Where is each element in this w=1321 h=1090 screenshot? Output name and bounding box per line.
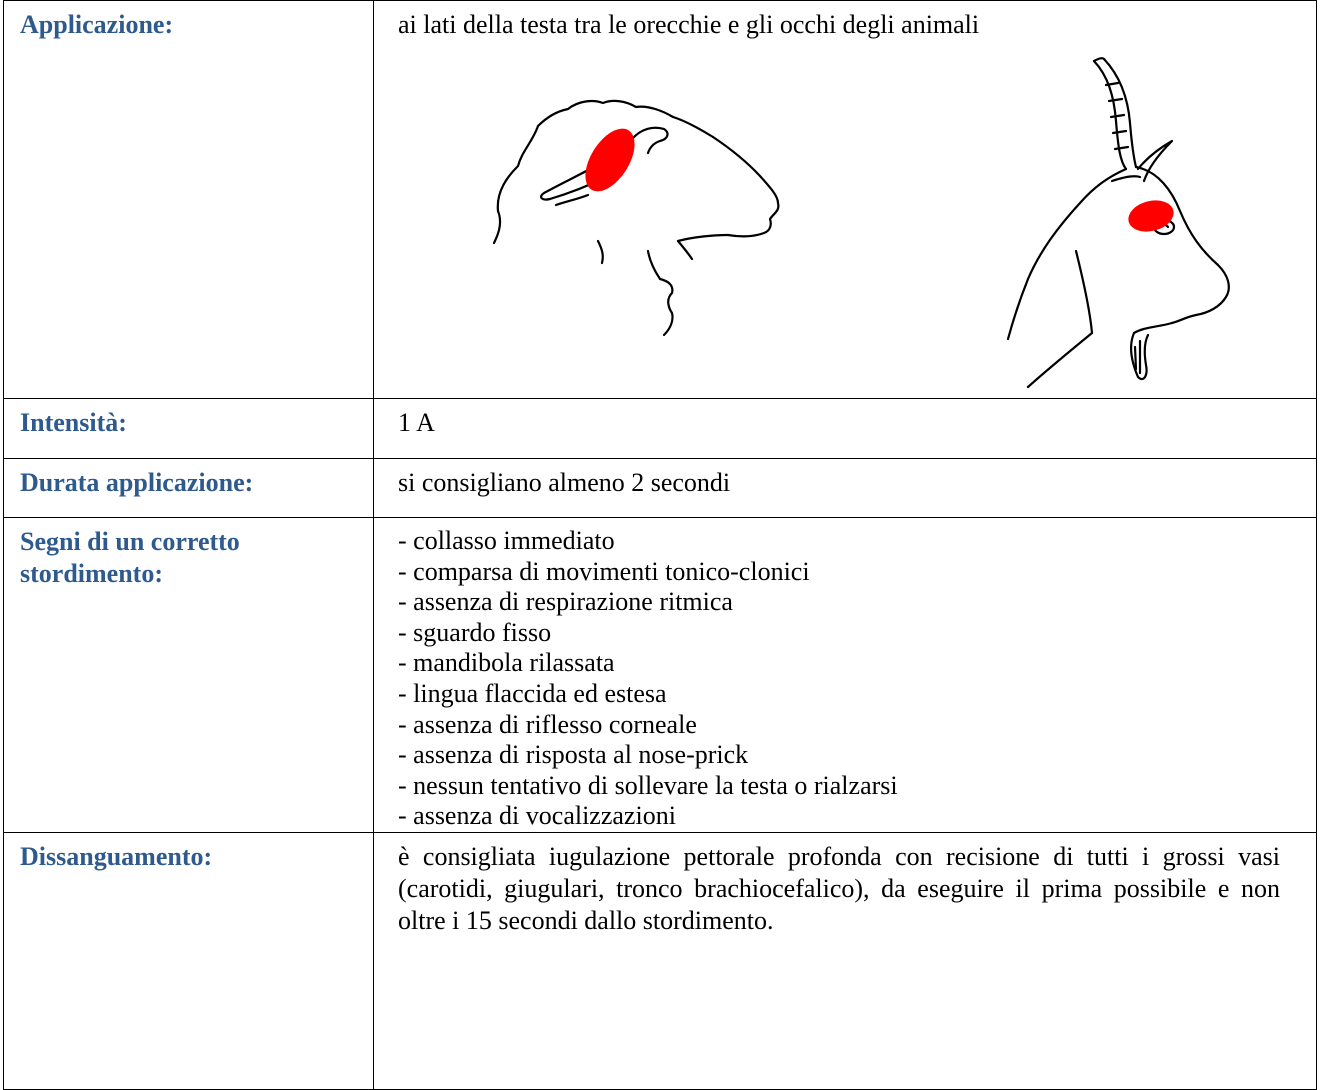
- table-row-durata: Durata applicazione: si consigliano alme…: [3, 458, 1317, 518]
- list-item: - assenza di vocalizzazioni: [398, 801, 676, 831]
- intensita-label: Intensità:: [3, 398, 374, 459]
- table-row-intensita: Intensità: 1 A: [3, 398, 1317, 459]
- applicazione-label: Applicazione:: [3, 0, 374, 399]
- segni-label: Segni di un corretto stordimento:: [3, 517, 374, 833]
- stunning-info-table: Applicazione: ai lati della testa tra le…: [3, 0, 1317, 1090]
- dissanguamento-value: è consigliata iugulazione pettorale prof…: [373, 831, 1317, 1090]
- list-item: - assenza di riflesso corneale: [398, 709, 697, 739]
- list-item: - mandibola rilassata: [398, 648, 615, 678]
- list-item: - nessun tentativo di sollevare la testa…: [398, 770, 898, 800]
- table-row-segni: Segni di un corretto stordimento: - coll…: [3, 517, 1317, 833]
- durata-value: si consigliano almeno 2 secondi: [373, 458, 1317, 518]
- segni-label-line1: Segni di un corretto: [20, 527, 240, 556]
- list-item: - assenza di risposta al nose-prick: [398, 740, 749, 770]
- table-row-dissanguamento: Dissanguamento: è consigliata iugulazion…: [3, 831, 1317, 1090]
- durata-label: Durata applicazione:: [3, 458, 374, 518]
- segni-cell: - collasso immediato - comparsa di movim…: [373, 517, 1317, 833]
- illustration-area: [398, 41, 1280, 389]
- sheep-stun-marker: [585, 128, 635, 192]
- table-row-applicazione: Applicazione: ai lati della testa tra le…: [3, 0, 1317, 399]
- applicazione-cell: ai lati della testa tra le orecchie e gl…: [373, 0, 1317, 399]
- goat-head-illustration: [1006, 57, 1230, 389]
- segni-label-line2: stordimento:: [20, 559, 163, 588]
- list-item: - collasso immediato: [398, 526, 615, 555]
- list-item: - lingua flaccida ed estesa: [398, 678, 667, 708]
- dissanguamento-label: Dissanguamento:: [3, 831, 374, 1090]
- sheep-head-illustration: [492, 99, 780, 337]
- list-item: - sguardo fisso: [398, 617, 552, 647]
- intensita-value: 1 A: [373, 398, 1317, 459]
- goat-stun-marker: [1128, 200, 1174, 232]
- signs-list: - collasso immediato - comparsa di movim…: [398, 526, 1280, 832]
- list-item: - assenza di respirazione ritmica: [398, 587, 733, 617]
- list-item: - comparsa di movimenti tonico-clonici: [398, 556, 810, 586]
- applicazione-value: ai lati della testa tra le orecchie e gl…: [398, 10, 980, 39]
